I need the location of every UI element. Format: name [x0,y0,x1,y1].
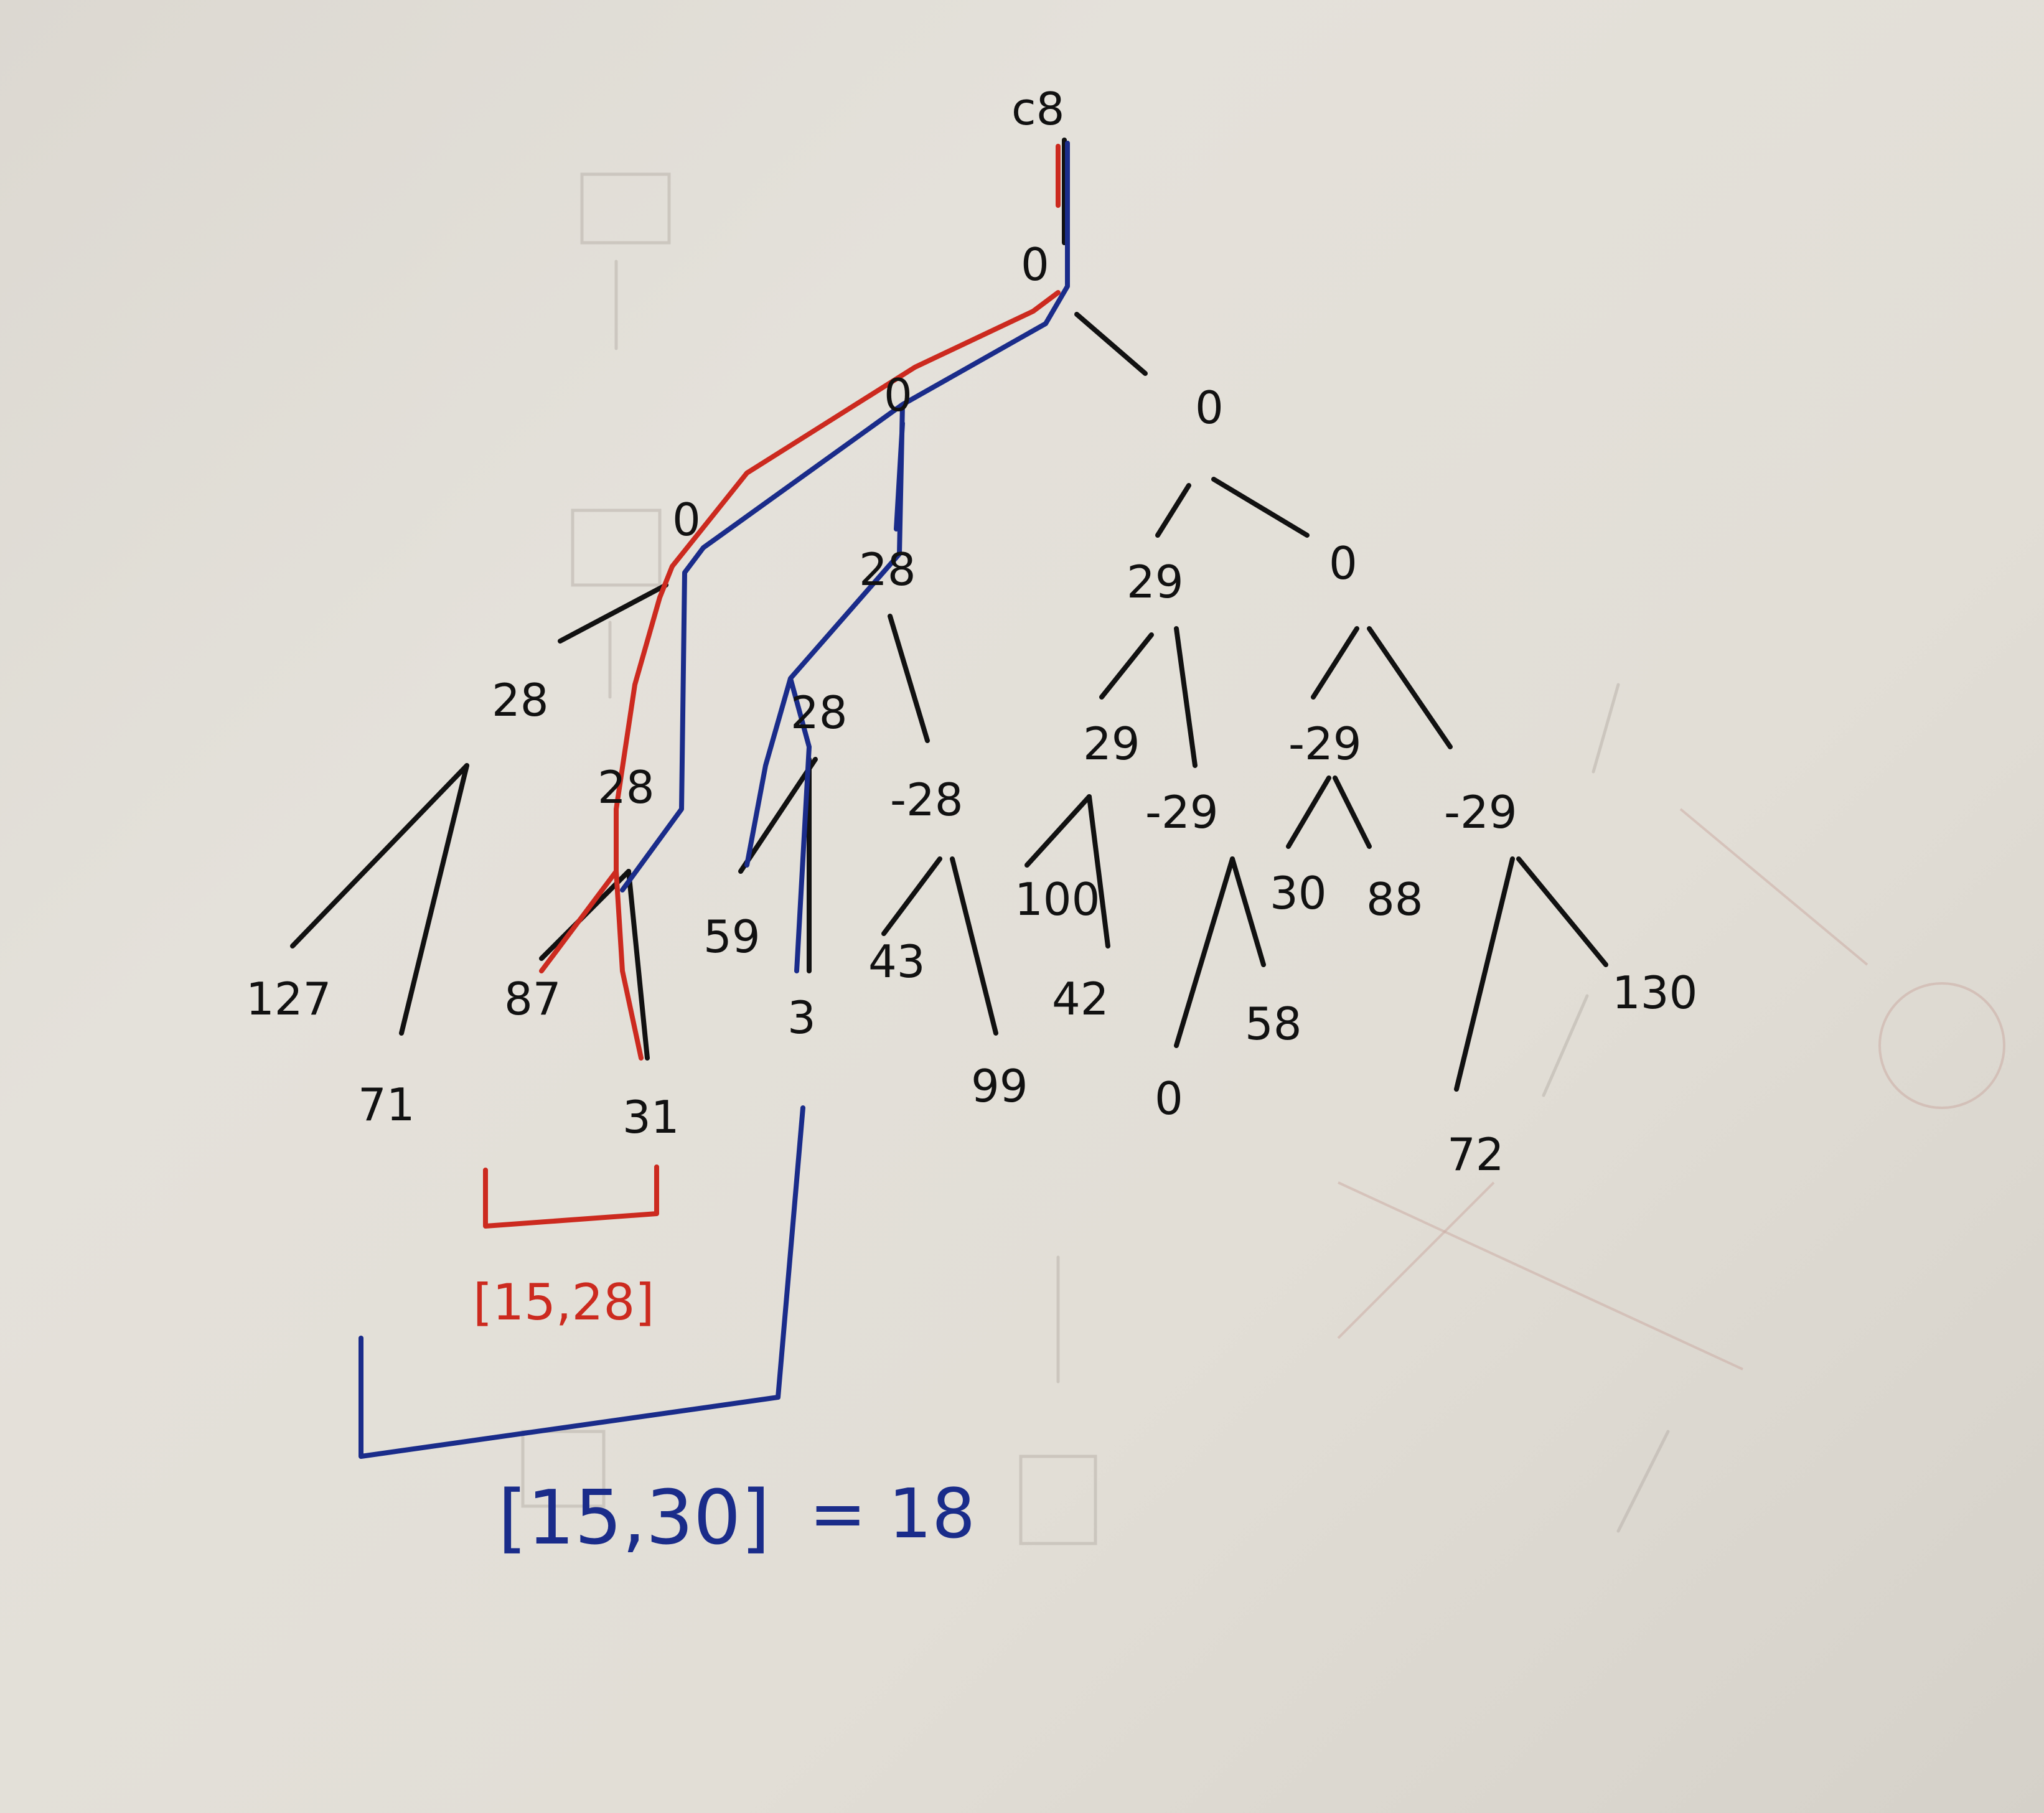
edge-29-29 [1099,632,1154,700]
node-l4-0: 28 [492,674,549,726]
edge-0-28a [558,583,668,644]
leaf-72: 72 [1447,1128,1504,1181]
node-l4-1: 28 [598,761,655,813]
node-l2-1: 0 [1195,382,1224,434]
edge-m29b-130 [1516,856,1608,967]
edge-m29a-58 [1230,856,1266,967]
edge-m29a-0 [1174,856,1235,1048]
annotations: [15,28] [15,30] = 18 [473,1273,975,1562]
tree-nodes: c8 0 0 0 0 28 29 0 28 28 28 -28 29 -29 -… [246,83,1697,1181]
red-trace [539,144,1061,1061]
edge-r-0 [1211,477,1310,538]
edge-29b-42 [1087,794,1110,949]
leaf-59: 59 [703,911,761,963]
edge-28b-31 [626,869,650,1061]
edge-m29-30 [1286,775,1331,849]
edge-0-m29 [1311,626,1359,700]
edge-m29-88 [1333,775,1372,849]
node-l3-1: 28 [859,543,916,596]
node-l3-3: 0 [1329,537,1357,589]
node-l4-5: -29 [1145,786,1219,838]
tree-edges [290,138,1608,1092]
red-path [483,144,1061,1229]
node-l4-3: -28 [890,774,963,826]
blue-path [359,141,1070,1459]
node-l2-0: 0 [884,369,912,421]
edge-r-29 [1155,483,1191,538]
leaf-58: 58 [1245,998,1302,1050]
node-root: c8 [1011,83,1064,135]
red-range-label: [15,28] [473,1273,654,1331]
leaf-0: 0 [1155,1072,1183,1125]
edge-29-m29 [1174,626,1198,768]
leaf-71: 71 [358,1079,415,1131]
edge-m28-99 [950,856,998,1036]
node-l4-7: -29 [1444,786,1517,838]
leaf-87: 87 [504,973,561,1025]
leaf-42: 42 [1052,973,1109,1025]
blue-equals-label: = 18 [809,1474,975,1553]
leaf-88: 88 [1366,873,1423,925]
node-l4-6: -29 [1288,718,1362,770]
leaf-43: 43 [868,935,926,988]
erased-ghost-marks [521,172,2005,1545]
blue-trace [620,141,1070,973]
leaf-130: 130 [1612,967,1697,1019]
leaf-30: 30 [1270,867,1327,919]
blue-range-label: [15,30] [498,1475,770,1562]
edge-m29b-72 [1454,856,1515,1092]
edge-0-m29b [1367,626,1453,749]
node-l4-4: 29 [1083,718,1140,770]
edge-28-127 [290,763,469,949]
leaf-99: 99 [971,1060,1028,1112]
node-l3-0: 0 [672,494,701,546]
node-l4-2: 28 [790,686,848,739]
edge-28-71 [399,763,469,1036]
leaf-31: 31 [622,1091,680,1143]
edge-29b-100 [1024,794,1092,868]
edge-m28-43 [881,856,942,936]
node-l3-2: 29 [1127,556,1184,608]
edge-28-m28 [888,614,930,743]
node-l1: 0 [1021,238,1049,291]
red-bracket [483,1164,659,1229]
edge-28c-59 [738,757,818,874]
edge-l1-r [1074,312,1148,376]
leaf-127: 127 [246,973,331,1025]
blue-bracket [359,1105,805,1459]
leaf-100: 100 [1015,873,1100,925]
leaf-3: 3 [787,991,816,1044]
